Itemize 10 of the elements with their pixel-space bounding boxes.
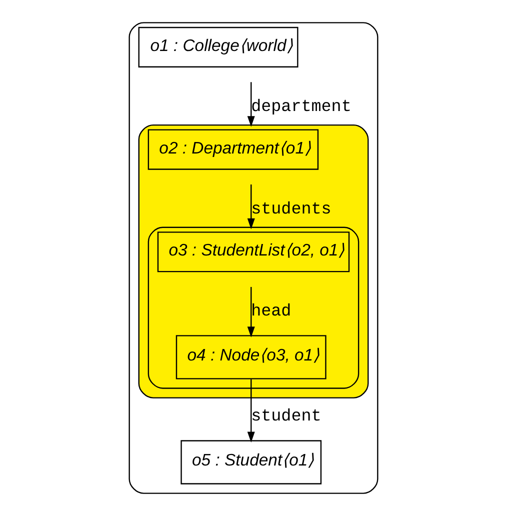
node-box: o5 : Student⟨o1⟩: [180, 440, 322, 484]
arrow: [247, 379, 255, 442]
edge-label: students: [251, 200, 332, 220]
edge-label: department: [251, 98, 352, 117]
edge-label: student: [251, 408, 322, 427]
arrow: [247, 286, 255, 338]
arrow: [247, 184, 255, 230]
edge-label: head: [251, 302, 292, 322]
arrow: [247, 82, 255, 127]
node-box: o4 : Node⟨o3, o1⟩: [176, 335, 326, 380]
